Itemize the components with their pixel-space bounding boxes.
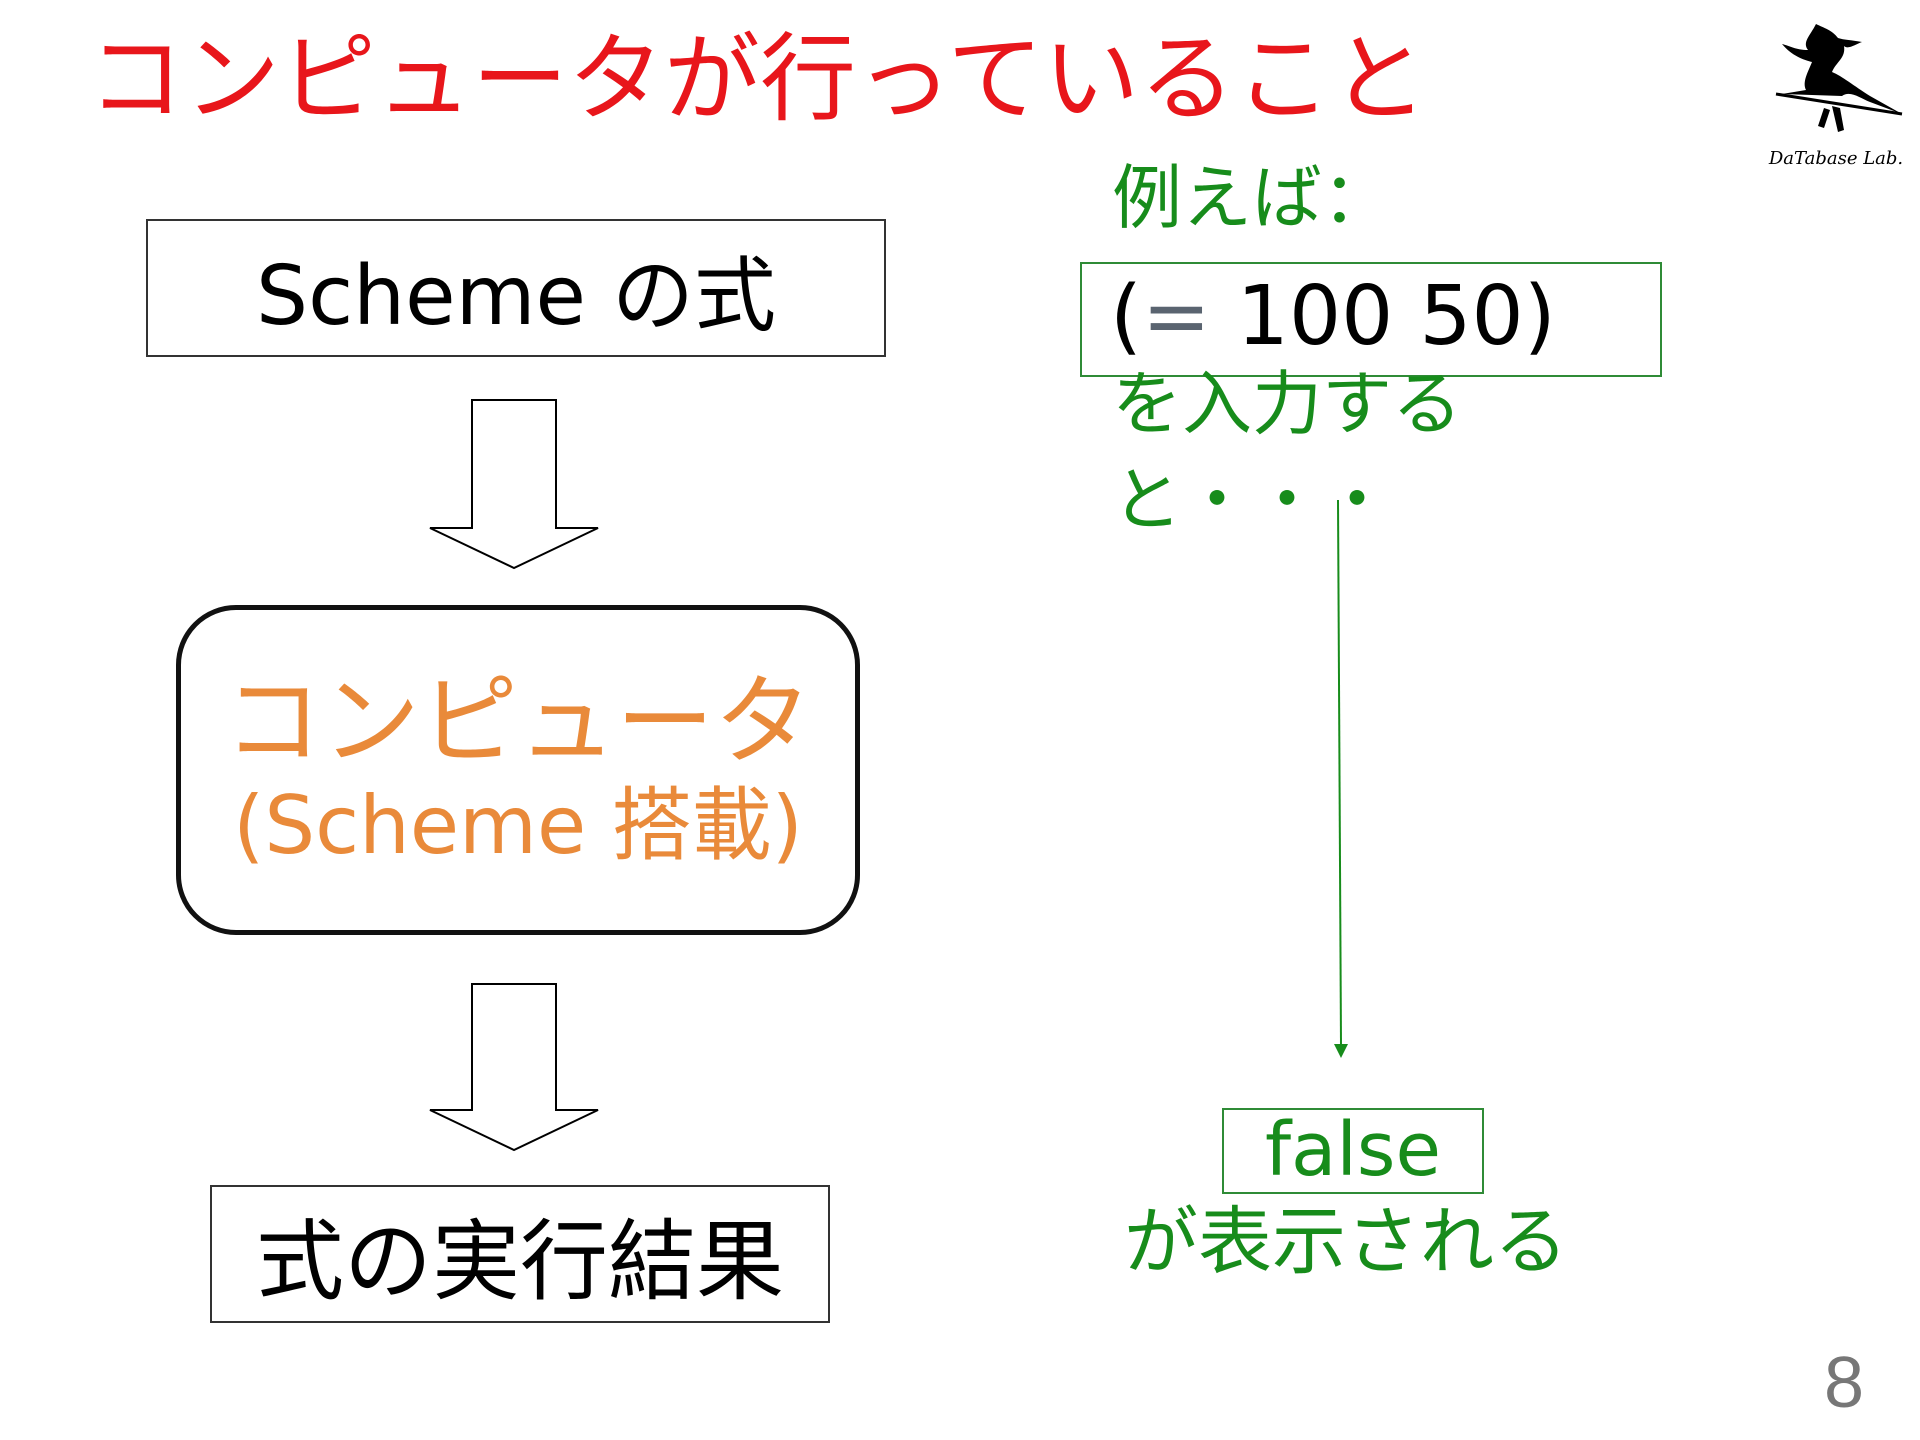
down-arrow-2	[429, 983, 599, 1152]
code-expression: (= 100 50)	[1110, 262, 1556, 373]
code-args: 100 50)	[1210, 269, 1556, 364]
code-equals: =	[1142, 269, 1211, 364]
then-phrase: と・・・	[1112, 459, 1392, 541]
page-title: コンピュータが行っていること	[88, 23, 1428, 135]
down-arrow-1	[429, 399, 599, 570]
shown-phrase: が表示される	[1124, 1199, 1568, 1285]
result-connector-line	[1337, 499, 1342, 1047]
computer-label: コンピュータ	[223, 664, 812, 779]
witch-logo-icon: DaTabase Lab.	[1752, 16, 1912, 176]
result-box: 式の実行結果	[210, 1185, 830, 1323]
output-value: false	[1264, 1107, 1442, 1193]
page-number: 8	[1824, 1343, 1865, 1423]
logo-text: DaTabase Lab.	[1768, 148, 1903, 169]
example-label: 例えば：	[1112, 157, 1392, 239]
input-phrase: を入力する	[1112, 363, 1462, 445]
code-open-paren: (	[1110, 269, 1142, 364]
result-connector-arrowhead	[1334, 1044, 1348, 1058]
code-input-box	[1080, 262, 1662, 377]
output-box	[1222, 1108, 1484, 1194]
scheme-expression-box: Scheme の式	[146, 219, 886, 357]
witch-logo-graphic: DaTabase Lab.	[1768, 24, 1903, 169]
computer-sublabel: (Scheme 搭載)	[233, 779, 803, 873]
computer-box: コンピュータ (Scheme 搭載)	[176, 605, 860, 935]
